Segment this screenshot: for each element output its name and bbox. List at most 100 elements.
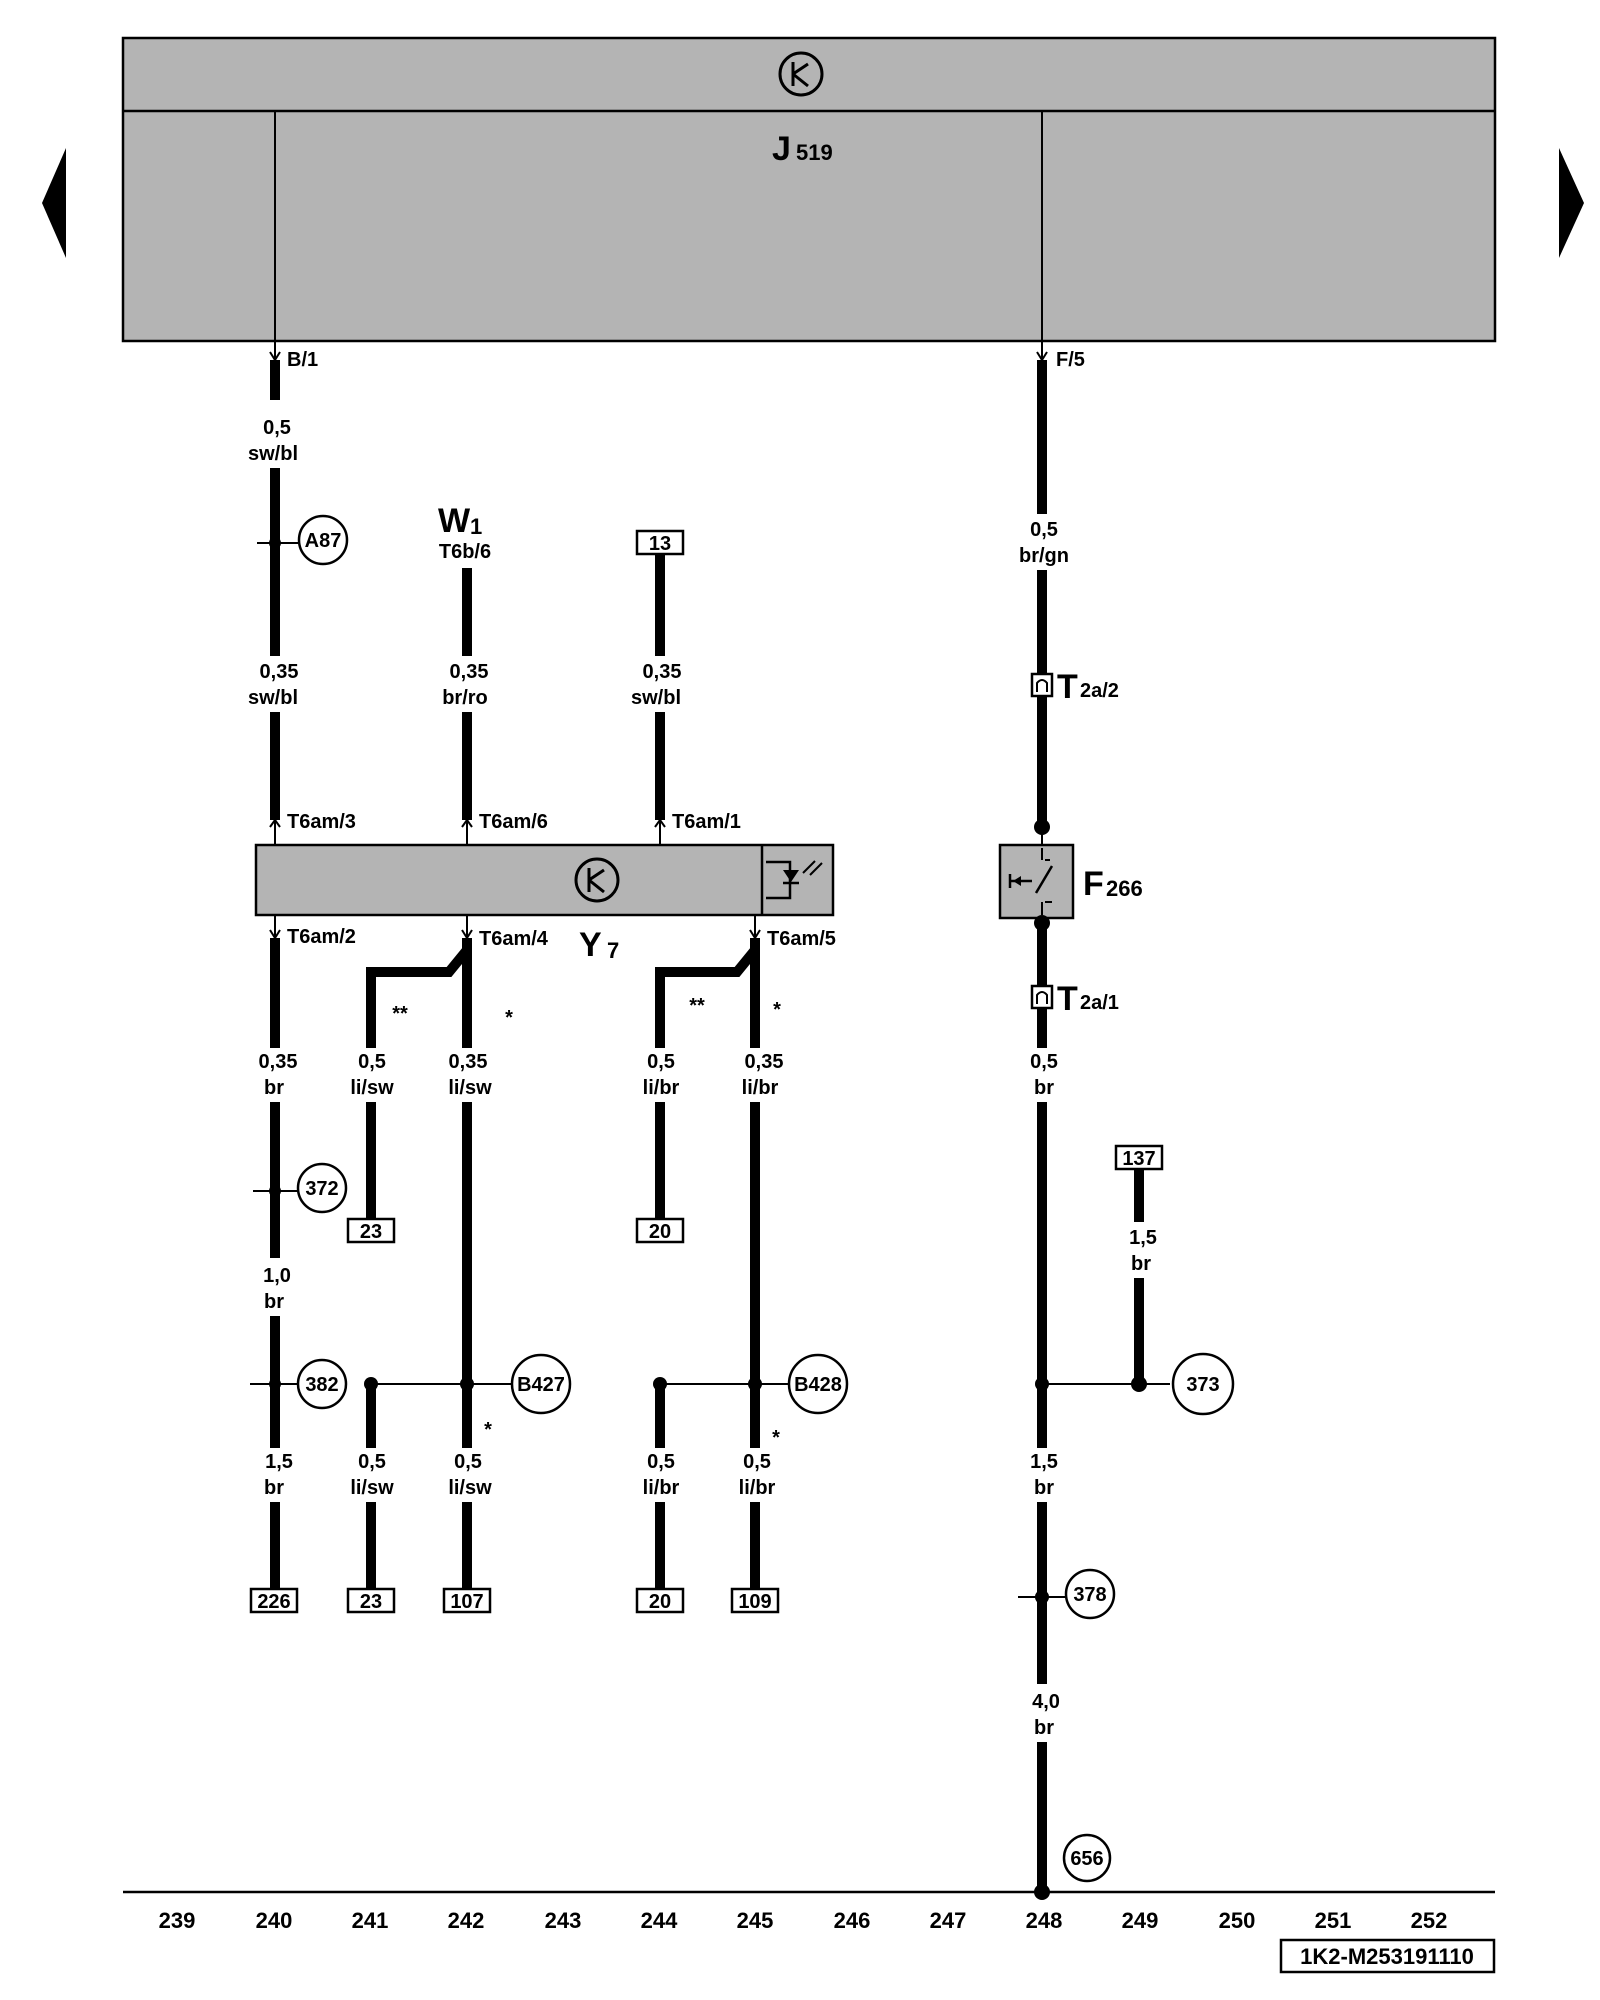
svg-text:248: 248: [1026, 1908, 1063, 1933]
svg-text:23: 23: [360, 1221, 382, 1243]
wire-color-label: sw/bl: [248, 443, 298, 465]
svg-text:243: 243: [545, 1908, 582, 1933]
svg-text:239: 239: [159, 1908, 196, 1933]
connection-point-378: [1064, 1568, 1116, 1620]
svg-text:T6am/2: T6am/2: [287, 926, 356, 948]
reference-box-226[interactable]: [249, 1587, 299, 1614]
reference-box-20[interactable]: [635, 1587, 685, 1614]
svg-text:*: *: [484, 1419, 492, 1441]
svg-text:A87: A87: [305, 530, 342, 552]
track-scale: 239 240 241 242 243 244 245 246 247 248 …: [159, 1908, 1448, 1933]
svg-text:li/sw: li/sw: [350, 1077, 394, 1099]
reference-box-23[interactable]: [346, 1587, 396, 1614]
svg-text:1,5: 1,5: [1030, 1451, 1058, 1473]
svg-text:br: br: [1034, 1477, 1054, 1499]
svg-text:246: 246: [834, 1908, 871, 1933]
svg-text:656: 656: [1070, 1848, 1103, 1870]
reference-box-13[interactable]: [635, 529, 685, 556]
next-page-icon[interactable]: [1559, 148, 1584, 258]
svg-text:0,5: 0,5: [1030, 1051, 1058, 1073]
svg-text:0,35: 0,35: [450, 661, 489, 683]
svg-text:li/br: li/br: [643, 1477, 680, 1499]
svg-text:266: 266: [1106, 876, 1143, 901]
reference-box-20[interactable]: [635, 1217, 685, 1244]
svg-text:br/gn: br/gn: [1019, 545, 1069, 567]
svg-text:109: 109: [738, 1591, 771, 1613]
svg-text:T6am/1: T6am/1: [672, 811, 741, 833]
svg-text:0,5: 0,5: [358, 1051, 386, 1073]
svg-text:13: 13: [649, 533, 671, 555]
electronic-module-icon: [574, 857, 620, 903]
svg-text:107: 107: [450, 1591, 483, 1613]
svg-text:0,5: 0,5: [647, 1051, 675, 1073]
switch-f266: [998, 843, 1075, 920]
svg-text:20: 20: [649, 1591, 671, 1613]
svg-text:0,35: 0,35: [745, 1051, 784, 1073]
w1-pin-label: T6b/6: [439, 541, 491, 563]
svg-text:2a/2: 2a/2: [1080, 680, 1119, 702]
reference-box-109[interactable]: [730, 1587, 780, 1614]
svg-text:*: *: [773, 999, 781, 1021]
svg-text:br: br: [264, 1077, 284, 1099]
svg-text:br/ro: br/ro: [442, 687, 488, 709]
control-module-j519: J 519: [121, 36, 1497, 343]
document-code: 1K2-M253191110: [1300, 1944, 1474, 1969]
svg-text:br: br: [264, 1477, 284, 1499]
svg-text:F/5: F/5: [1056, 349, 1085, 371]
svg-text:*: *: [772, 1427, 780, 1449]
svg-text:252: 252: [1411, 1908, 1448, 1933]
svg-text:T: T: [1057, 980, 1078, 1018]
svg-text:2a/1: 2a/1: [1080, 992, 1119, 1014]
y7-letter: Y: [579, 926, 602, 964]
svg-text:249: 249: [1122, 1908, 1159, 1933]
svg-text:**: **: [392, 1003, 408, 1025]
svg-text:0,5: 0,5: [358, 1451, 386, 1473]
svg-text:br: br: [1034, 1717, 1054, 1739]
led-icon: [766, 860, 823, 900]
reference-box-137[interactable]: [1114, 1144, 1164, 1171]
svg-text:0,35: 0,35: [449, 1051, 488, 1073]
connection-point-b428: [787, 1353, 849, 1415]
reference-box-107[interactable]: [442, 1587, 492, 1614]
svg-text:244: 244: [641, 1908, 678, 1933]
svg-text:372: 372: [305, 1178, 338, 1200]
svg-text:382: 382: [305, 1374, 338, 1396]
document-code-box: [1279, 1938, 1496, 1974]
svg-text:0,35: 0,35: [643, 661, 682, 683]
connection-point-656: [1062, 1833, 1112, 1883]
svg-text:0,5: 0,5: [454, 1451, 482, 1473]
module-j-letter: J: [772, 130, 791, 168]
svg-text:li/br: li/br: [742, 1077, 779, 1099]
wire-size-label: 0,5: [263, 417, 291, 439]
svg-text:0,35: 0,35: [260, 661, 299, 683]
svg-text:T6am/5: T6am/5: [767, 928, 836, 950]
svg-text:li/sw: li/sw: [448, 1477, 492, 1499]
svg-text:23: 23: [360, 1591, 382, 1613]
reference-box-23[interactable]: [346, 1217, 396, 1244]
svg-text:B427: B427: [517, 1374, 565, 1396]
svg-text:251: 251: [1315, 1908, 1352, 1933]
svg-text:250: 250: [1219, 1908, 1256, 1933]
svg-text:sw/bl: sw/bl: [248, 687, 298, 709]
svg-text:br: br: [1034, 1077, 1054, 1099]
prev-page-icon[interactable]: [42, 148, 66, 258]
svg-text:1: 1: [470, 514, 482, 539]
connector-icon: [1030, 984, 1054, 1010]
svg-text:373: 373: [1186, 1374, 1219, 1396]
connection-point-382: [296, 1358, 348, 1410]
svg-text:li/sw: li/sw: [448, 1077, 492, 1099]
connection-point-b427: [510, 1353, 572, 1415]
module-j-number: 519: [796, 140, 833, 165]
svg-text:226: 226: [257, 1591, 290, 1613]
svg-text:242: 242: [448, 1908, 485, 1933]
svg-text:br: br: [264, 1291, 284, 1313]
svg-text:**: **: [689, 995, 705, 1017]
electronic-module-icon: [778, 51, 824, 97]
connection-point-a87: [297, 514, 349, 566]
svg-text:241: 241: [352, 1908, 389, 1933]
svg-text:br: br: [1131, 1253, 1151, 1275]
svg-text:T6am/4: T6am/4: [479, 928, 549, 950]
svg-text:247: 247: [930, 1908, 967, 1933]
connector-icon: [1030, 672, 1054, 698]
